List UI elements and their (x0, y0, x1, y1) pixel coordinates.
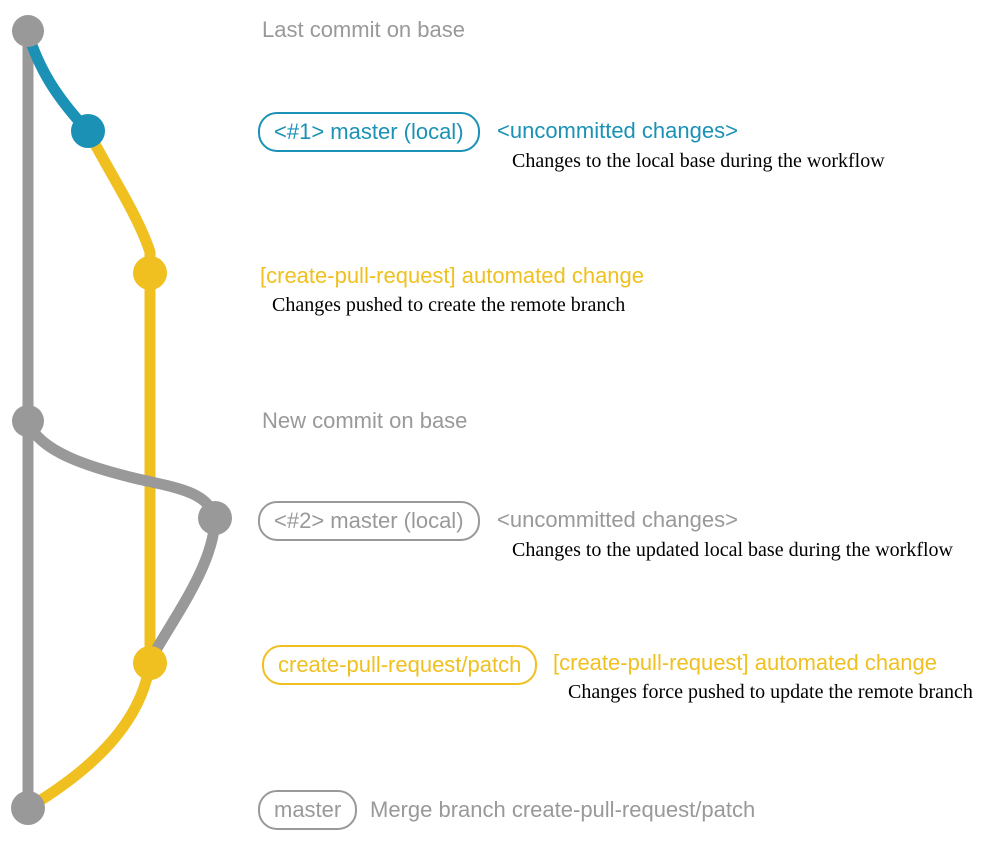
commit-graph (11, 15, 232, 825)
branch-badge-patch: create-pull-request/patch (262, 645, 538, 685)
automated-change-label-2: [create-pull-request] automated change (553, 650, 938, 675)
uncommitted-changes-description-1: Changes to the local base during the wor… (512, 150, 885, 172)
commit-dot-new-commit (12, 405, 44, 437)
commit-dot-uncommitted-1 (71, 114, 105, 148)
commit-dot-uncommitted-2 (198, 501, 232, 535)
branch-badge-master-local-2: <#2> master (local) (258, 501, 480, 541)
patch-branch-line (82, 125, 156, 664)
last-commit-label: Last commit on base (262, 17, 465, 42)
new-commit-label: New commit on base (262, 408, 468, 433)
commit-dot-automated-1 (133, 256, 167, 290)
uncommitted-changes-label-2: <uncommitted changes> (497, 507, 738, 532)
master-local-branch-line (22, 28, 92, 135)
rebase-branch-line-out (22, 415, 221, 524)
automated-change-description-1: Changes pushed to create the remote bran… (272, 294, 626, 316)
commit-dot-last-commit (12, 15, 44, 47)
patch-merge-line (22, 657, 156, 814)
commit-dot-merge (11, 791, 45, 825)
rebase-branch-line-in (150, 514, 221, 656)
branch-badge-master-local-1: <#1> master (local) (258, 112, 480, 152)
uncommitted-changes-description-2: Changes to the updated local base during… (512, 539, 953, 561)
commit-dot-automated-2 (133, 646, 167, 680)
automated-change-label-1: [create-pull-request] automated change (260, 263, 645, 288)
merge-commit-label: Merge branch create-pull-request/patch (370, 797, 756, 822)
uncommitted-changes-label-1: <uncommitted changes> (497, 118, 738, 143)
branch-badge-master: master (258, 790, 358, 830)
automated-change-description-2: Changes force pushed to update the remot… (568, 681, 973, 703)
